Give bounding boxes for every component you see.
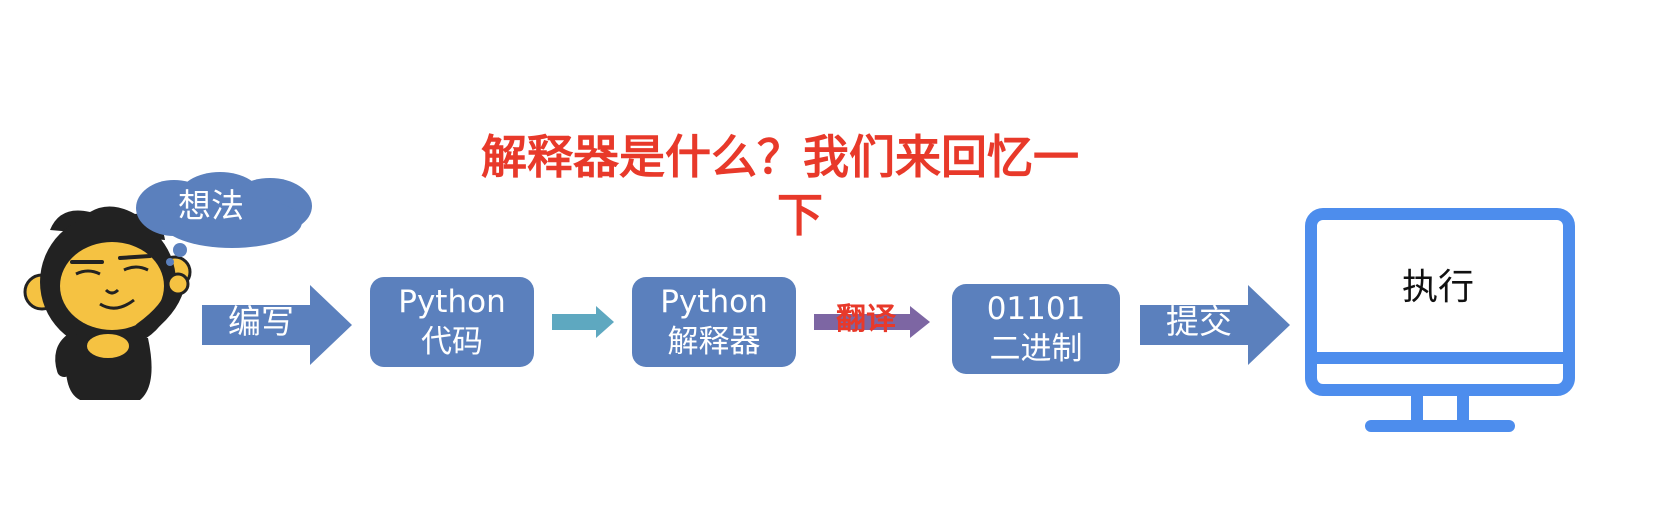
title-line-2: 下: [777, 188, 823, 242]
code-box-line-1: Python: [398, 284, 506, 320]
binary-box: 01101 二进制: [952, 284, 1120, 374]
translate-arrow: [814, 306, 930, 338]
python-code-box: Python 代码: [370, 277, 534, 367]
translate-label: 翻译: [836, 302, 896, 337]
interpreter-box-line-2: 解释器: [667, 324, 761, 360]
write-arrow: [202, 285, 352, 365]
execute-label: 执行: [1402, 267, 1475, 308]
diagram-title: 解释器是什么？我们来回忆一 下: [430, 128, 1130, 244]
computer-monitor-icon: [1305, 208, 1575, 432]
thought-cloud-icon: [136, 172, 312, 266]
thought-label: 想法: [178, 186, 244, 225]
submit-label: 提交: [1166, 302, 1232, 341]
title-line-1: 解释器是什么？我们来回忆一: [481, 130, 1079, 184]
binary-box-line-1: 01101: [986, 291, 1086, 327]
submit-arrow: [1140, 285, 1290, 365]
monkey-mascot-icon: [23, 206, 192, 400]
python-interpreter-box: Python 解释器: [632, 277, 796, 367]
write-label: 编写: [228, 302, 294, 341]
compile-arrow: [552, 306, 614, 338]
interpreter-box-line-1: Python: [660, 284, 768, 320]
code-box-line-2: 代码: [421, 324, 483, 360]
binary-box-line-2: 二进制: [989, 331, 1083, 367]
